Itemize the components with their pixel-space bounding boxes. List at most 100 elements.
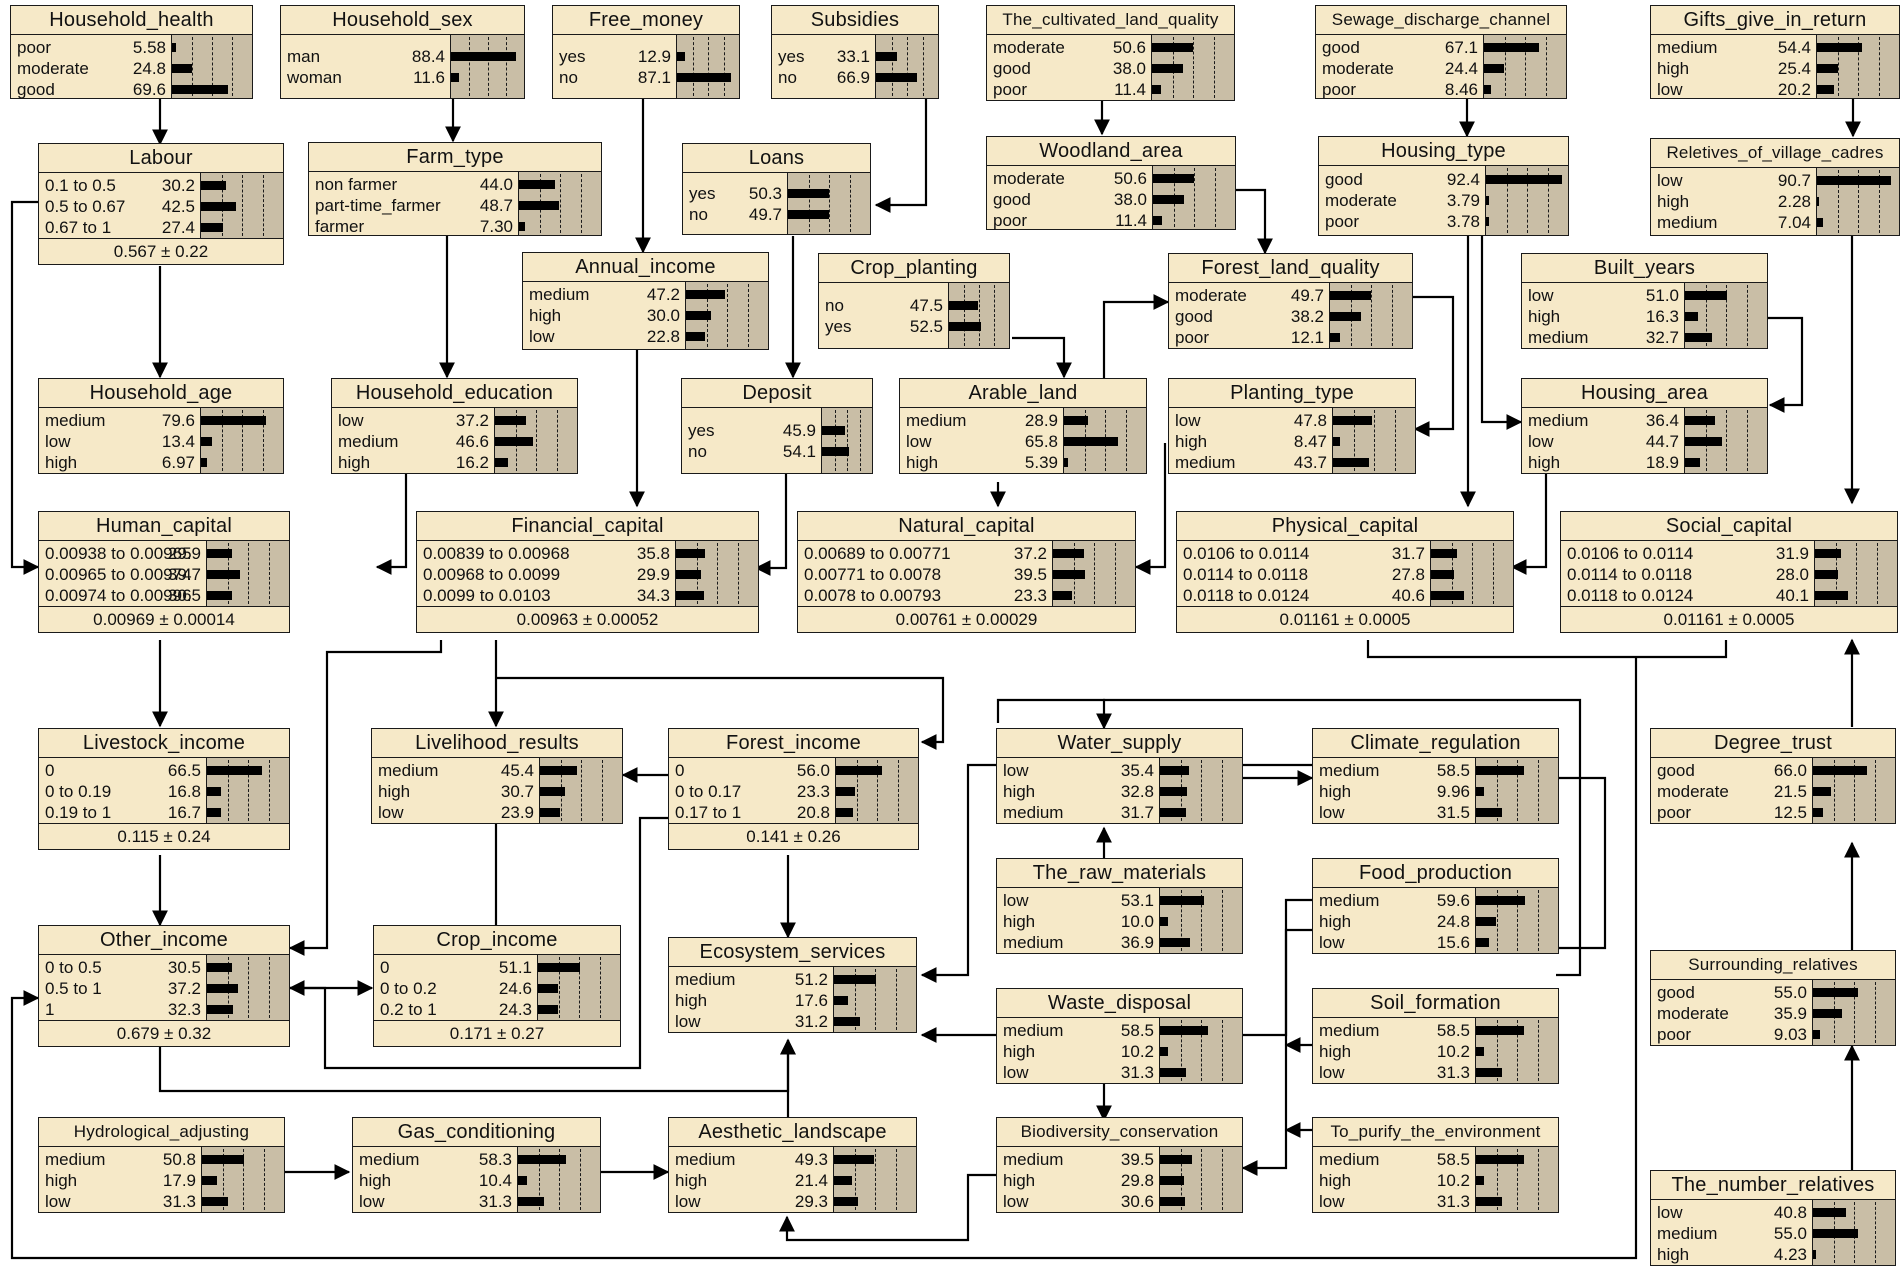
gridline — [557, 410, 558, 471]
probability-bar — [495, 416, 526, 425]
gridline — [875, 1149, 876, 1210]
state-label: 0.0118 to 0.0124 — [1183, 586, 1310, 605]
probability-bar — [451, 73, 459, 82]
state-label: high — [1319, 1042, 1352, 1061]
state-label: medium — [359, 1150, 420, 1169]
state-label: medium — [1319, 761, 1380, 780]
state-value: 12.1 — [1290, 328, 1324, 347]
probability-bar — [1053, 549, 1084, 558]
state-value: 38.0 — [1113, 190, 1147, 209]
gridline — [1706, 285, 1707, 346]
state-label: medium — [675, 970, 736, 989]
node-title: To_purify_the_environment — [1313, 1118, 1558, 1147]
probability-bar — [207, 549, 232, 558]
edge-arable-forestquality — [1102, 294, 1170, 379]
state-value: 53.1 — [1120, 891, 1154, 910]
node-title: Forest_income — [669, 729, 918, 758]
state-label: 0.0099 to 0.0103 — [423, 586, 551, 605]
state-label: 0.00968 to 0.0099 — [423, 565, 561, 584]
gridline — [1222, 1020, 1223, 1081]
edge-area-physical — [1510, 473, 1548, 575]
state-label: 0.0114 to 0.0118 — [1183, 565, 1309, 584]
state-value: 50.6 — [1113, 169, 1147, 188]
state-value: 9.03 — [1773, 1025, 1807, 1044]
gridline — [1493, 543, 1494, 604]
state-value: 30.0 — [646, 306, 680, 325]
state-label: man — [287, 47, 321, 66]
gridline — [979, 285, 980, 346]
probability-bar — [834, 1176, 852, 1185]
edge-forestquality-planting — [1413, 295, 1455, 437]
probability-bar — [172, 64, 192, 73]
state-label: medium — [1528, 411, 1589, 430]
state-value: 36.9 — [1120, 933, 1154, 952]
bar-panel — [171, 35, 252, 98]
state-value: 33.1 — [836, 47, 870, 66]
gridline — [232, 37, 233, 96]
state-label: good — [993, 190, 1031, 209]
state-label: medium — [378, 761, 439, 780]
bar-panel — [1475, 758, 1558, 823]
state-value: 29.9 — [636, 565, 670, 584]
probability-bar — [1152, 85, 1161, 94]
edge-natural-watersupply — [1096, 698, 1112, 730]
probability-bar — [1476, 1026, 1524, 1035]
bar-panel — [206, 758, 289, 823]
state-value: 5.39 — [1024, 453, 1058, 472]
state-value: 11.4 — [1115, 211, 1147, 230]
